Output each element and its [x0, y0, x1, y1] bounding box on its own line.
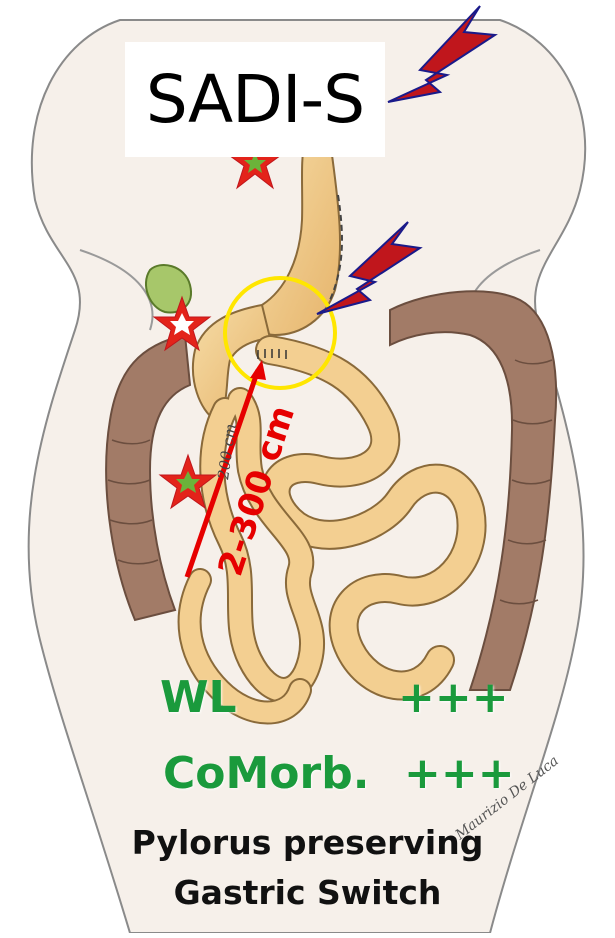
procedure-line-2: Gastric Switch — [0, 873, 615, 912]
title-box: SADI-S — [125, 42, 385, 157]
wl-value: +++ — [398, 672, 509, 723]
page-title: SADI-S — [146, 61, 364, 138]
procedure-line-1: Pylorus preserving — [0, 823, 615, 862]
wl-label: WL — [160, 672, 237, 723]
comorb-value: +++ — [404, 748, 515, 799]
comorb-label: CoMorb. — [163, 748, 369, 799]
